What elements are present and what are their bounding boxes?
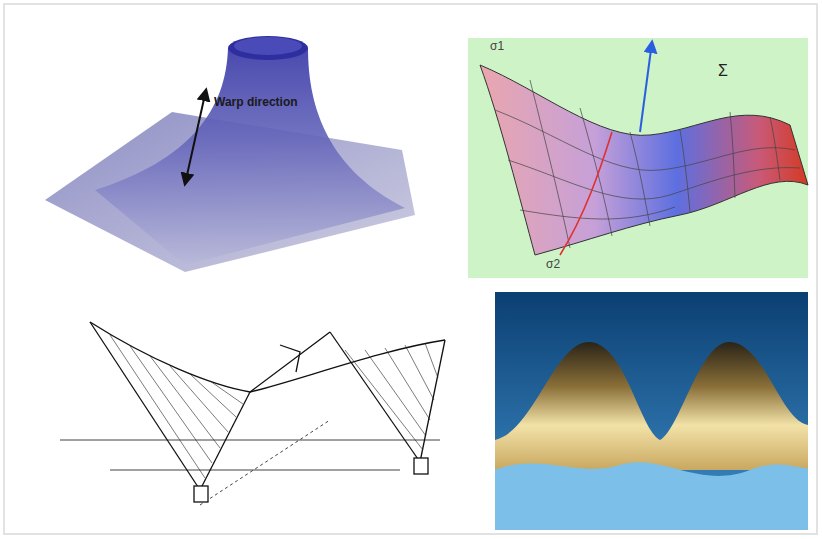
stress-label: σ1 xyxy=(490,40,504,53)
stress-label: σ2 xyxy=(546,258,560,271)
direction-label: Warp direction xyxy=(214,96,298,109)
surface-label: Σ xyxy=(718,62,728,80)
